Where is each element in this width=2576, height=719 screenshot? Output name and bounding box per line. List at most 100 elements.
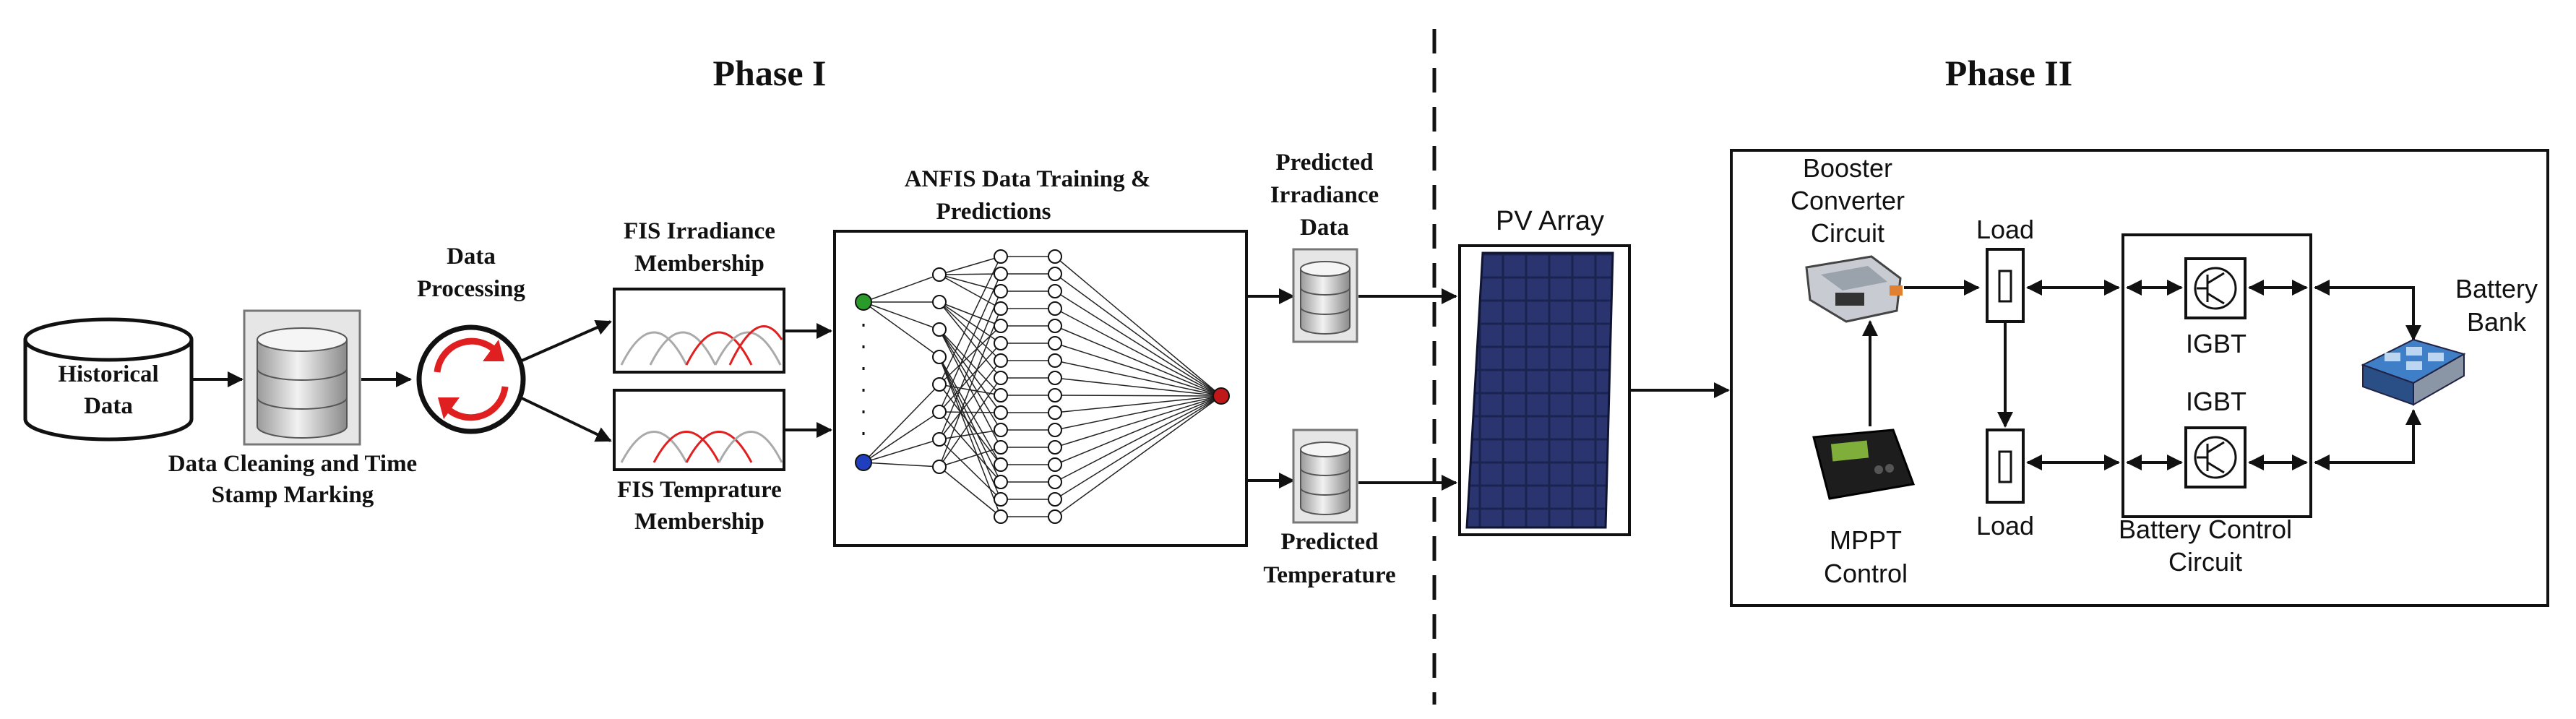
- anfis-edge: [1054, 377, 1222, 397]
- anfis-edge: [1054, 273, 1222, 397]
- anfis-node: [1048, 457, 1062, 472]
- anfis-node: [932, 377, 947, 392]
- data-cleaning-label-line1: Data Cleaning and Time: [168, 451, 417, 477]
- anfis-node: [932, 322, 947, 337]
- anfis-node: [994, 509, 1008, 524]
- anfis-node: [994, 284, 1008, 298]
- anfis-edge: [1054, 395, 1222, 465]
- anfis-edge: [939, 343, 1001, 413]
- anfis-node: [994, 371, 1008, 385]
- fis-irradiance-label-line1: FIS Irradiance: [624, 218, 775, 244]
- anfis-edge: [939, 356, 1001, 517]
- pv-panel-icon: [1465, 251, 1614, 529]
- predicted-irradiance-label-line1: Predicted: [1275, 150, 1373, 176]
- load-top-box: [1986, 248, 2025, 323]
- anfis-node: [994, 353, 1008, 368]
- booster-label-line1: Booster: [1803, 153, 1892, 183]
- data-processing-refresh-icon: [416, 324, 526, 434]
- anfis-edge: [863, 462, 940, 468]
- phase-2-title: Phase II: [1945, 53, 2072, 93]
- load-bottom-box: [1986, 429, 2025, 504]
- fis-temperature-membership-plot: [613, 389, 785, 471]
- anfis-network: [855, 249, 1230, 524]
- battery-control-label-line2: Circuit: [2168, 547, 2242, 577]
- anfis-edge: [1054, 360, 1222, 397]
- predicted-temperature-label-line2: Temperature: [1263, 562, 1395, 588]
- pv-array-label: PV Array: [1496, 206, 1604, 236]
- load-bottom-label: Load: [1976, 511, 2034, 541]
- anfis-edge: [939, 273, 1001, 275]
- battery-bank-icon: [2361, 338, 2466, 406]
- anfis-edge: [939, 256, 1001, 385]
- anfis-edge: [939, 377, 1001, 468]
- arrow-processing-to-fis-irradiance: [520, 319, 612, 363]
- anfis-edge: [939, 256, 1001, 275]
- anfis-edge: [939, 329, 1001, 396]
- data-cleaning-label-line2: Stamp Marking: [212, 482, 374, 508]
- anfis-node: [1048, 492, 1062, 507]
- anfis-node: [994, 249, 1008, 264]
- anfis-node: [1048, 405, 1062, 420]
- anfis-node: [932, 350, 947, 364]
- anfis-edge: [939, 429, 1001, 440]
- phase-1-title: Phase I: [713, 53, 827, 93]
- wire-battery-to-control: [2314, 409, 2421, 470]
- anfis-edge: [939, 290, 1001, 440]
- load-top-resistor-icon: [1998, 270, 2012, 303]
- anfis-edge: [1054, 343, 1222, 397]
- anfis-edge: [939, 384, 1001, 465]
- anfis-node: [994, 457, 1008, 472]
- anfis-node: [932, 432, 947, 447]
- anfis-input-2-node: [855, 454, 872, 471]
- anfis-edge: [939, 356, 1001, 483]
- fis-temperature-label-line2: Membership: [634, 509, 764, 535]
- anfis-node: [1048, 284, 1062, 298]
- igbt-bottom-transistor-icon: [2184, 426, 2247, 488]
- data-processing-label-line1: Data: [447, 244, 496, 270]
- anfis-node: [994, 319, 1008, 333]
- anfis-edge: [939, 301, 1001, 327]
- anfis-edge: [863, 411, 940, 463]
- anfis-edge: [863, 439, 940, 463]
- anfis-node: [994, 423, 1008, 437]
- anfis-edge: [939, 360, 1001, 440]
- battery-bank-label-line1: Battery: [2455, 274, 2538, 303]
- booster-label-line2: Converter: [1791, 186, 1905, 215]
- predicted-irradiance-label-line2: Irradiance: [1270, 182, 1379, 208]
- igbt-top-transistor-icon: [2184, 257, 2247, 319]
- anfis-node: [994, 336, 1008, 350]
- anfis-edge: [939, 329, 1001, 448]
- booster-label-line3: Circuit: [1811, 218, 1884, 248]
- anfis-edge: [939, 274, 1001, 292]
- anfis-edge: [863, 274, 940, 303]
- load-top-label: Load: [1976, 215, 2034, 244]
- anfis-node: [932, 460, 947, 474]
- mppt-label-line1: MPPT: [1830, 525, 1902, 555]
- anfis-edge: [939, 301, 1001, 344]
- anfis-edge: [939, 356, 1001, 500]
- anfis-edge: [939, 301, 1001, 361]
- anfis-input-1-node: [855, 293, 872, 311]
- anfis-edge: [939, 273, 1001, 413]
- anfis-edge: [939, 384, 1001, 396]
- anfis-edge: [1054, 325, 1222, 397]
- anfis-label-line1: ANFIS Data Training &: [905, 166, 1151, 192]
- predicted-irradiance-database-icon: [1292, 248, 1358, 343]
- load-bottom-resistor-icon: [1998, 450, 2012, 483]
- anfis-node: [994, 440, 1008, 455]
- anfis-edge: [939, 301, 1001, 379]
- anfis-node: [1048, 440, 1062, 455]
- anfis-node: [1048, 336, 1062, 350]
- anfis-edge: [939, 466, 1001, 517]
- booster-converter-icon: [1805, 255, 1903, 323]
- battery-control-label-line1: Battery Control: [2119, 515, 2292, 544]
- fis-irradiance-label-line2: Membership: [634, 251, 764, 277]
- anfis-edge: [939, 274, 1001, 309]
- anfis-node: [1048, 423, 1062, 437]
- anfis-edge: [1054, 395, 1222, 413]
- anfis-node: [994, 267, 1008, 281]
- anfis-edge: [1054, 308, 1222, 397]
- anfis-label-line2: Predictions: [936, 199, 1051, 225]
- anfis-node: [994, 492, 1008, 507]
